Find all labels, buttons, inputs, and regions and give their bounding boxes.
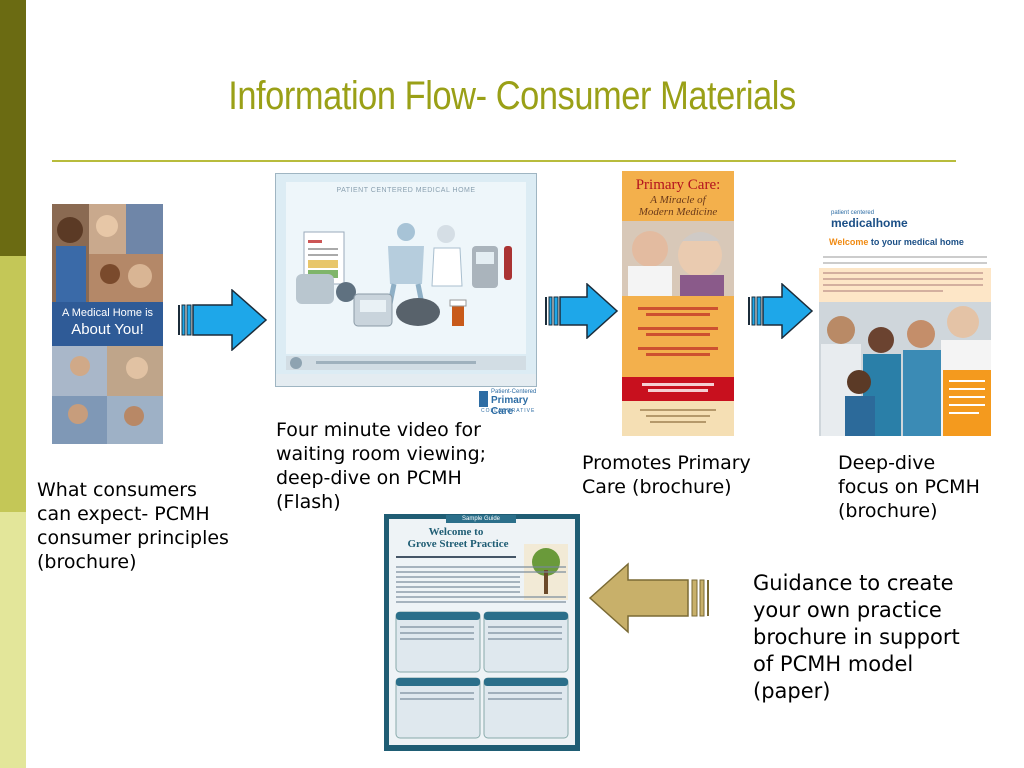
medical-home-welcome-accent: Welcome: [829, 237, 869, 247]
primary-care-brochure-thumbnail: Primary Care: A Miracle of Modern Medici…: [622, 171, 734, 436]
sample-guide-title-2: Grove Street Practice: [407, 538, 509, 550]
brochure-cover-text-1: A Medical Home is: [61, 307, 154, 319]
side-stripe-light: [0, 512, 26, 768]
side-stripe-dark: [0, 0, 26, 256]
brochure-about-you-caption: What consumers can expect- PCMH consumer…: [37, 479, 229, 573]
sample-guide-thumbnail: Sample Guide Welcome to Grove Street Pra…: [384, 514, 580, 751]
primary-care-title-3: Modern Medicine: [638, 206, 718, 218]
sample-guide-title-1: Welcome to: [428, 526, 484, 538]
medical-home-welcome: Welcome to your medical home: [829, 237, 964, 247]
pcmh-video-thumbnail[interactable]: PATIENT CENTERED MEDICAL HOME: [275, 173, 537, 387]
flow-arrow-left-gold: [588, 562, 714, 634]
pcmh-video-caption: Four minute video for waiting room viewi…: [276, 419, 487, 513]
pcpcc-logo-line1: Patient-Centered: [491, 389, 537, 395]
flow-arrow-right-3: [748, 283, 814, 339]
side-stripe-mid: [0, 256, 26, 512]
primary-care-caption: Promotes Primary Care (brochure): [582, 452, 751, 498]
flow-arrow-right-2: [545, 283, 619, 339]
medical-home-caption: Deep-dive focus on PCMH (brochure): [838, 452, 980, 522]
pcpcc-logo-line2: Primary Care: [491, 395, 529, 417]
title-divider: [52, 160, 956, 162]
flow-arrow-right-1: [178, 289, 268, 351]
medical-home-welcome-rest: to your medical home: [868, 237, 964, 247]
primary-care-title-1: Primary Care:: [635, 177, 721, 193]
medical-home-logo-big: medicalhome: [831, 216, 908, 230]
primary-care-title-2: A Miracle of: [650, 194, 706, 206]
slide-title: Information Flow- Consumer Materials: [228, 74, 796, 118]
medical-home-brochure-thumbnail: patient centered medicalhome Welcome to …: [819, 204, 991, 436]
video-header-text: PATIENT CENTERED MEDICAL HOME: [336, 187, 476, 194]
sample-guide-tab: Sample Guide: [446, 515, 516, 523]
pcpcc-logo-line3: COLLABORATIVE: [481, 408, 536, 414]
brochure-about-you-thumbnail: A Medical Home is About You!: [52, 204, 163, 444]
pcpcc-logo: Patient-Centered Primary Care COLLABORAT…: [479, 389, 539, 417]
sample-guide-caption: Guidance to create your own practice bro…: [753, 571, 960, 703]
medical-home-logo-small: patient centered: [831, 210, 875, 216]
brochure-cover-text-2: About You!: [71, 321, 144, 338]
